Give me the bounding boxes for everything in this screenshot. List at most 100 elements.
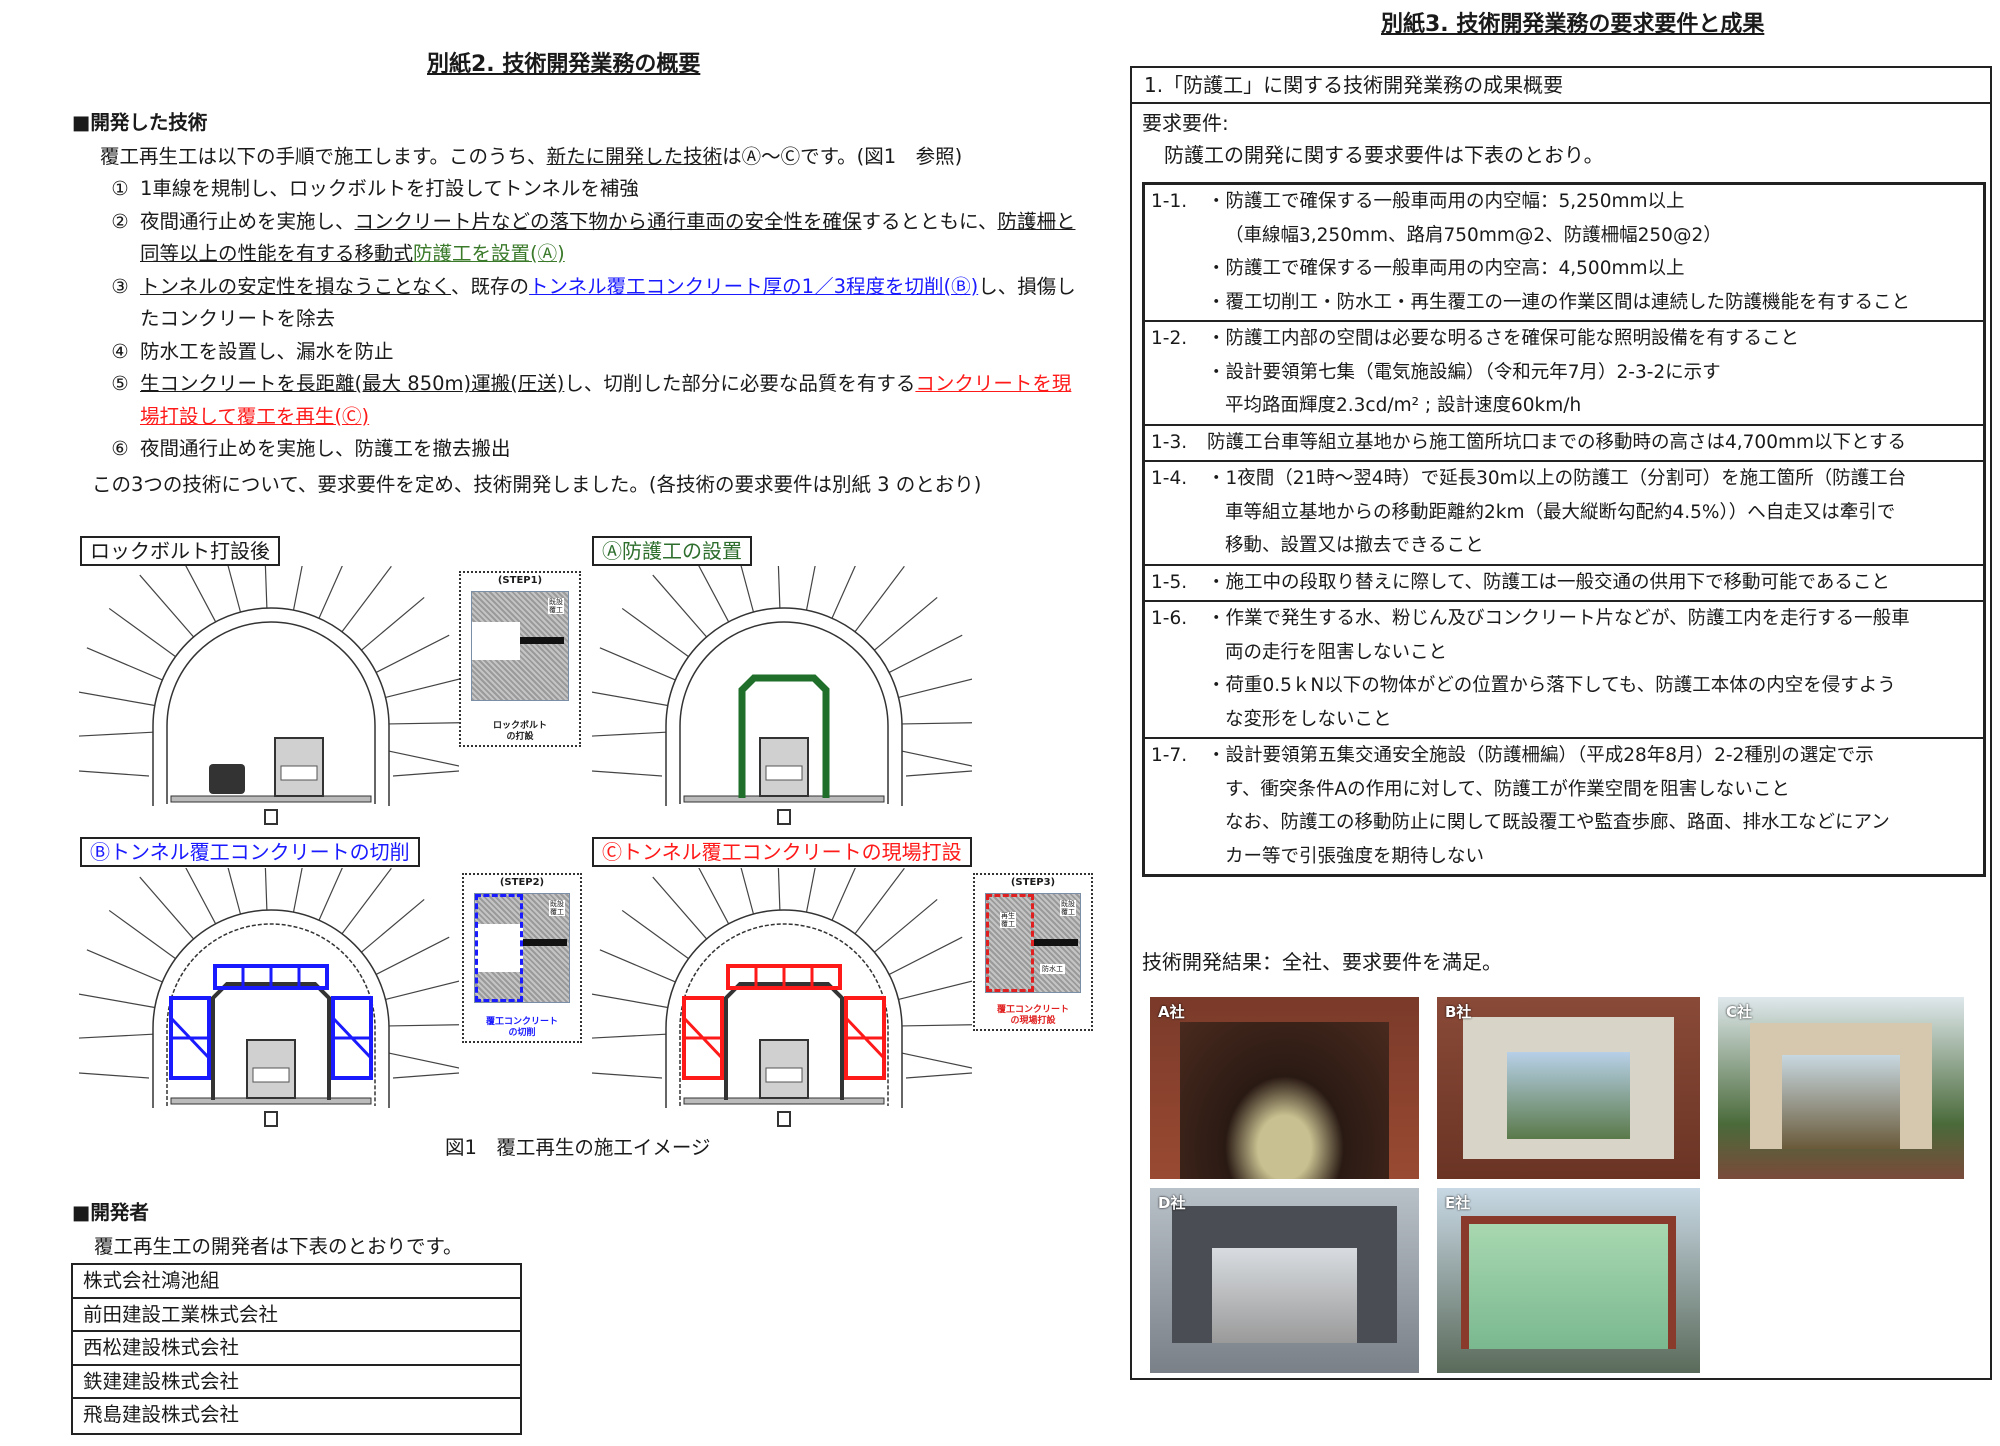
rockbolt-line	[777, 566, 781, 609]
intro-text: はⒶ～Ⓒです。(図1 参照)	[722, 145, 963, 168]
requirement-number: 1-7.	[1151, 745, 1188, 766]
rockbolt-line	[777, 868, 781, 911]
requirement-number: 1-4.	[1151, 468, 1188, 489]
rockbolt-line	[621, 607, 689, 658]
rockbolt-line	[888, 936, 963, 975]
step-text-segment: トンネルの安定性を損なうことなく	[140, 274, 452, 298]
rockbolt-line	[621, 909, 689, 960]
developers-intro: 覆工再生工の開発者は下表のとおりです。	[94, 1235, 463, 1258]
requirement-line: ・1夜間（21時～翌4時）で延長30m以上の防護工（分割可）を施工箇所（防護工台	[1207, 468, 1907, 489]
requirement-line: 移動、設置又は撤去できること	[1225, 535, 1484, 556]
developer-row: 株式会社鴻池組	[73, 1265, 520, 1299]
figure-label-protection: Ⓐ防護工の設置	[592, 536, 752, 566]
step-text: 防水工を設置し、漏水を防止	[140, 336, 1090, 369]
tunnel-lining-inner	[166, 923, 376, 1106]
concrete-section: 既設覆工	[474, 893, 570, 1003]
step-number: ③	[111, 274, 129, 298]
step-text-segment: 防護柵と同等以上の性能を有する移動式	[140, 209, 1076, 266]
rockbolt-line	[392, 1072, 459, 1079]
requirement-row: 1-7. ・設計要領第五集交通安全施設（防護柵編）（平成28年8月）2-2種別の選…	[1145, 739, 1983, 874]
inset-tag: 防水工	[1040, 964, 1065, 974]
rockbolt-line	[264, 868, 268, 911]
truck-window	[280, 765, 318, 781]
rockbolt-line	[592, 1072, 663, 1079]
photo-label: D社	[1158, 1194, 1186, 1212]
box-header: 1.「防護工」に関する技術開発業務の成果概要	[1132, 68, 1990, 104]
rockbolt-line	[899, 749, 972, 767]
car-icon	[209, 764, 245, 794]
requirement-line: 車等組立基地からの移動距離約2km（最大縦断勾配約4.5%））へ自走又は牽引で	[1225, 501, 1896, 523]
tech-heading: ■開発した技術	[72, 111, 208, 134]
rockbolt-line	[805, 868, 816, 913]
photo-label: A社	[1158, 1003, 1185, 1021]
step-number: ⑤	[111, 372, 129, 395]
inset-tag: 再生覆工	[1000, 912, 1016, 928]
developers-table: 株式会社鴻池組前田建設工業株式会社西松建設株式会社鉄建建設株式会社飛島建設株式会…	[71, 1263, 522, 1435]
rockbolt-line	[375, 936, 450, 975]
drain-icon	[777, 809, 791, 825]
drain-icon	[264, 1111, 278, 1127]
rockbolt-line	[292, 868, 303, 913]
requirement-line: ・施工中の段取り替えに際して、防護工は一般交通の供用下で移動可能であること	[1207, 571, 1890, 593]
tunnel-diagram-protection	[592, 566, 972, 825]
procedure-step: ④ 防水工を設置し、漏水を防止	[100, 336, 1090, 369]
requirement-row: 1-1.・防護工で確保する一般車両用の内空幅：5,250mm以上（車線幅3,25…	[1145, 185, 1983, 322]
step-number: ④	[111, 339, 129, 363]
requirement-line: ・防護工で確保する一般車両用の内空高：4,500mm以上	[1207, 258, 1685, 279]
rockbolt-line	[264, 566, 268, 609]
step-text-segment: 防護工を設置(Ⓐ)	[413, 242, 565, 265]
rockbolt-line	[79, 691, 155, 707]
rockbolt-line	[592, 770, 663, 777]
rockbolt-line	[854, 566, 905, 633]
rockbolt-line	[185, 566, 217, 623]
intro-new-tech: 新たに開発した技術	[546, 145, 723, 168]
rockbolt-line	[388, 722, 459, 725]
inset-step-label: (STEP1)	[497, 575, 543, 586]
rockbolt-line	[388, 1024, 459, 1027]
requirement-row: 1-3.防護工台車等組立基地から施工箇所坑口までの移動時の高さは4,700mm以…	[1145, 426, 1983, 462]
inset-caption: ロックボルト	[492, 721, 547, 731]
requirement-row: 1-5.・施工中の段取り替えに際して、防護工は一般交通の供用下で移動可能であるこ…	[1145, 566, 1983, 602]
rockbolt-line	[740, 868, 755, 915]
rockbolt-line	[898, 980, 972, 1001]
requirement-line: （車線幅3,250mm、路肩750mm@2、防護柵幅250@2）	[1225, 224, 1722, 246]
developer-row: 西松建設株式会社	[73, 1332, 520, 1366]
inset-caption: 覆工コンクリート	[485, 1017, 558, 1027]
tunnel-diagram-rockbolt	[79, 566, 459, 825]
rockbolt-line	[79, 1072, 150, 1079]
photo-company-c: C社	[1718, 997, 1964, 1179]
figure-caption: 図1 覆工再生の施工イメージ	[445, 1136, 711, 1159]
requirement-line: 平均路面輝度2.3cd/m² ; 設計速度60km/h	[1225, 395, 1582, 416]
rockbolt-line	[227, 868, 242, 915]
rockbolt-line	[385, 678, 459, 699]
requirement-number: 1-1.	[1151, 191, 1188, 212]
step-text-segment: し、損傷したコンクリートを除去	[140, 274, 1076, 331]
tech-intro: 覆工再生工は以下の手順で施工します。このうち、新たに開発した技術はⒶ～Ⓒです。(…	[100, 140, 962, 173]
rockbolt-line	[899, 1051, 972, 1069]
developers-heading: ■開発者	[72, 1201, 149, 1224]
figure-label-casting: Ⓒトンネル覆工コンクリートの現場打設	[592, 837, 972, 867]
rockbolt-icon	[523, 939, 567, 946]
inset-caption: の切削	[508, 1028, 536, 1038]
concrete-section: 既設覆工	[471, 591, 569, 701]
inset-step3: (STEP3) 再生覆工既設覆工防水工 覆工コンクリートの現場打設	[973, 873, 1093, 1031]
tunnel-diagram-cutting	[79, 868, 459, 1127]
requirement-line: なお、防護工の移動防止に関して既設覆工や監査歩廊、路面、排水工などにアン	[1225, 812, 1890, 833]
rockbolt-line	[592, 993, 668, 1009]
step-text-segment: コンクリート片などの落下物から通行車両の安全性を確保	[354, 209, 862, 233]
right-page-title: 別紙3. 技術開発業務の要求要件と成果	[1381, 12, 1765, 37]
rockbolt-line	[854, 868, 905, 935]
photo-company-a: A社	[1150, 997, 1419, 1179]
rockbolt-line	[831, 566, 856, 619]
rockbolt-line	[698, 868, 730, 925]
requirements-label: 要求要件:	[1142, 111, 1229, 135]
step-text-segment: 1車線を規制し、ロックボルトを打設してトンネルを補強	[140, 177, 639, 200]
inset-step-label: (STEP2)	[499, 877, 545, 888]
inset-caption: の現場打設	[1010, 1016, 1056, 1026]
requirement-line: ・設計要領第五集交通安全施設（防護柵編）（平成28年8月）2-2種別の選定で示	[1207, 745, 1874, 766]
rockbolt-line	[599, 949, 676, 983]
developer-row: 飛島建設株式会社	[83, 1403, 240, 1426]
